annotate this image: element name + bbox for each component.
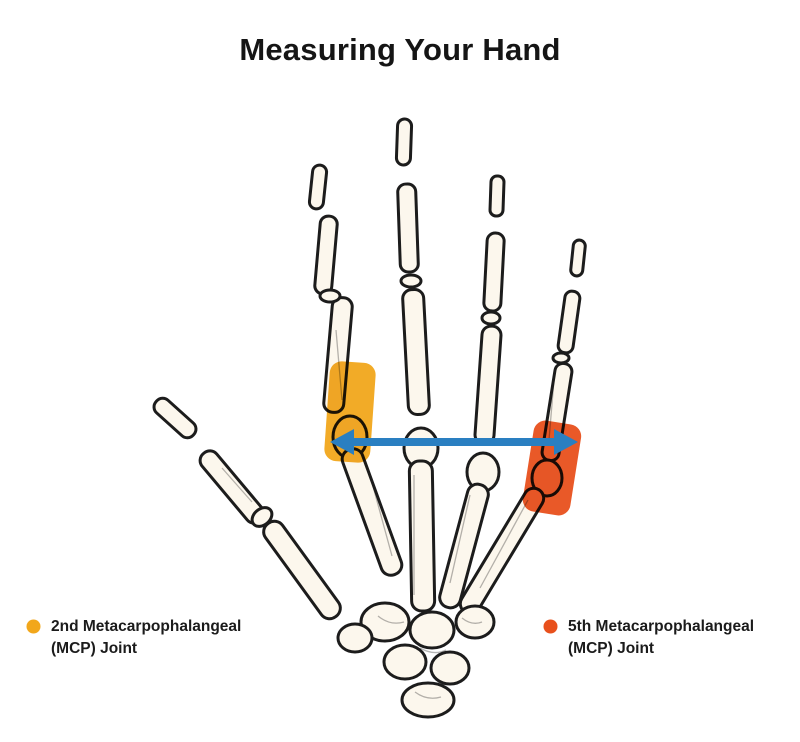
measurement-arrow — [330, 429, 578, 455]
carpal-bones — [336, 601, 496, 719]
5th-mcp-legend-dot-icon — [543, 619, 558, 634]
mcp2-highlight — [324, 361, 376, 463]
legend-item-5th-mcp: 5th Metacarpophalangeal (MCP) Joint — [543, 616, 780, 660]
5th-mcp-legend-label: 5th Metacarpophalangeal (MCP) Joint — [568, 618, 755, 657]
measurement-arrowhead-right — [554, 429, 578, 455]
page-title: Measuring Your Hand — [239, 32, 561, 67]
mcp5-highlight — [522, 420, 582, 516]
thumb-bones — [152, 396, 342, 621]
legend-item-2nd-mcp: 2nd Metacarpophalangeal (MCP) Joint — [26, 616, 263, 660]
ring-finger-bones — [438, 174, 506, 610]
middle-finger-bones — [394, 117, 440, 613]
2nd-mcp-legend-dot-icon — [26, 619, 41, 634]
2nd-mcp-legend-label: 2nd Metacarpophalangeal (MCP) Joint — [51, 618, 242, 657]
measurement-arrowhead-left — [330, 429, 354, 455]
